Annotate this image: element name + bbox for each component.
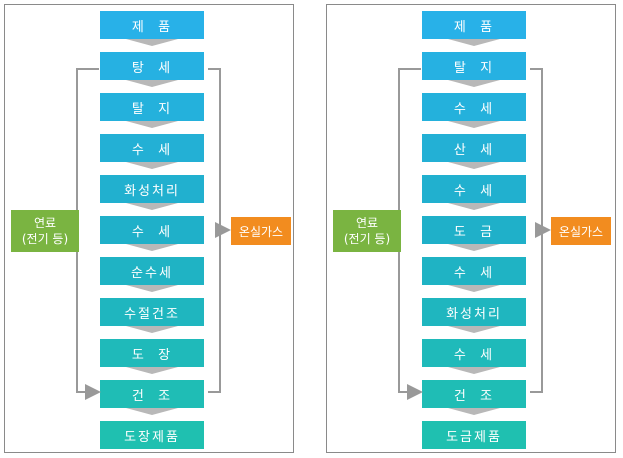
left-fuel-bracket xyxy=(76,68,101,400)
right-step-11: 도금제품 xyxy=(422,421,526,449)
left-step-8: 수절건조 xyxy=(100,298,204,326)
left-fuel-label-1: 연료 xyxy=(33,216,57,230)
right-step-1: 제 품 xyxy=(422,11,526,39)
right-output-bracket xyxy=(530,68,543,393)
right-step-9: 수 세 xyxy=(422,339,526,367)
left-step-1: 제 품 xyxy=(100,11,204,39)
left-output-bracket xyxy=(208,68,221,393)
left-chevron-5 xyxy=(126,203,178,210)
left-chevron-7 xyxy=(126,285,178,292)
left-step-6: 수 세 xyxy=(100,216,204,244)
right-step-5: 수 세 xyxy=(422,175,526,203)
left-step-11: 도장제품 xyxy=(100,421,204,449)
right-chevron-8 xyxy=(448,326,500,333)
left-chevron-1 xyxy=(126,39,178,46)
left-fuel-label-2: (전기 등) xyxy=(21,232,69,246)
left-step-10: 건 조 xyxy=(100,380,204,408)
left-chevron-2 xyxy=(126,80,178,87)
left-chevron-4 xyxy=(126,162,178,169)
right-step-3: 수 세 xyxy=(422,93,526,121)
left-step-7: 순수세 xyxy=(100,257,204,285)
left-chevron-9 xyxy=(126,367,178,374)
right-chevron-10 xyxy=(448,408,500,415)
left-fuel-box: 연료 (전기 등) xyxy=(11,210,79,252)
left-chevron-3 xyxy=(126,121,178,128)
left-step-4: 수 세 xyxy=(100,134,204,162)
right-chevron-3 xyxy=(448,121,500,128)
right-fuel-label-1: 연료 xyxy=(355,216,379,230)
right-fuel-label-2: (전기 등) xyxy=(343,232,391,246)
left-chevron-6 xyxy=(126,244,178,251)
right-chevron-5 xyxy=(448,203,500,210)
right-step-6: 도 금 xyxy=(422,216,526,244)
right-ghg-box: 온실가스 xyxy=(551,217,611,245)
right-step-7: 수 세 xyxy=(422,257,526,285)
right-chevron-2 xyxy=(448,80,500,87)
left-step-3: 탈 지 xyxy=(100,93,204,121)
right-step-4: 산 세 xyxy=(422,134,526,162)
right-step-8: 화성처리 xyxy=(422,298,526,326)
left-step-5: 화성처리 xyxy=(100,175,204,203)
right-fuel-bracket xyxy=(398,68,423,400)
right-chevron-4 xyxy=(448,162,500,169)
left-ghg-box: 온실가스 xyxy=(231,217,291,245)
left-ghg-label: 온실가스 xyxy=(238,224,284,239)
right-chevron-9 xyxy=(448,367,500,374)
right-ghg-label: 온실가스 xyxy=(558,224,604,239)
right-step-10: 건 조 xyxy=(422,380,526,408)
right-step-2: 탈 지 xyxy=(422,52,526,80)
right-chevron-6 xyxy=(448,244,500,251)
left-chevron-10 xyxy=(126,408,178,415)
right-chevron-7 xyxy=(448,285,500,292)
left-step-9: 도 장 xyxy=(100,339,204,367)
left-chevron-8 xyxy=(126,326,178,333)
left-step-2: 탕 세 xyxy=(100,52,204,80)
right-chevron-1 xyxy=(448,39,500,46)
right-fuel-box: 연료 (전기 등) xyxy=(333,210,401,252)
